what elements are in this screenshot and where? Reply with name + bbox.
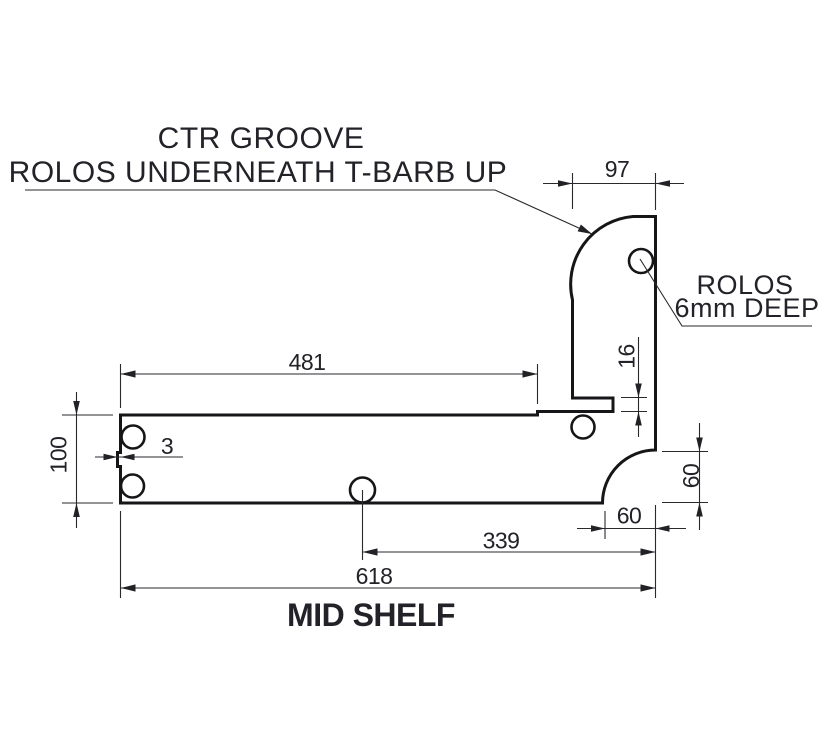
- dim-97-value: 97: [605, 156, 630, 182]
- dim-60-vertical-value: 60: [678, 464, 704, 489]
- rolo-hole-left-bottom: [119, 473, 146, 499]
- groove-note-leader-arrow: [577, 224, 592, 234]
- dim-100-value: 100: [46, 437, 72, 474]
- dimension-97: 97: [543, 156, 684, 210]
- rolos-note: ROLOS 6mm DEEP: [639, 258, 819, 327]
- shelf-profile-outline: [116, 215, 657, 505]
- groove-note: CTR GROOVE ROLOS UNDERNEATH T-BARB UP: [9, 122, 593, 235]
- rolos-note-line1: ROLOS: [696, 270, 793, 300]
- rolo-hole-left-top: [120, 424, 146, 450]
- groove-note-leader-line: [25, 189, 593, 235]
- dimension-481: 481: [119, 349, 539, 408]
- dimension-3: 3: [95, 433, 183, 461]
- dimension-60-horizontal: 60: [577, 503, 686, 539]
- dimension-16: 16: [614, 337, 647, 437]
- dimension-618: 618: [119, 505, 657, 598]
- dimension-339: 339: [361, 490, 656, 560]
- drawing-title: MID SHELF: [287, 597, 455, 633]
- dim-481-value: 481: [289, 349, 326, 375]
- rolos-note-leader-line: [639, 258, 812, 327]
- rolo-hole-under-tongue: [570, 414, 596, 440]
- dim-618-value: 618: [356, 563, 393, 589]
- rolos-note-line2: 6mm DEEP: [674, 293, 819, 323]
- dim-60-horizontal-value: 60: [617, 503, 642, 529]
- groove-note-line2: ROLOS UNDERNEATH T-BARB UP: [9, 156, 508, 189]
- groove-note-line1: CTR GROOVE: [158, 122, 365, 155]
- dim-16-value: 16: [614, 344, 640, 369]
- dim-3-value: 3: [161, 433, 173, 459]
- rolo-hole-panel: [627, 247, 655, 275]
- dimension-100: 100: [46, 392, 113, 528]
- shelf-profile: [116, 215, 657, 505]
- dim-339-value: 339: [483, 528, 520, 554]
- dimension-60-vertical: 60: [662, 423, 708, 530]
